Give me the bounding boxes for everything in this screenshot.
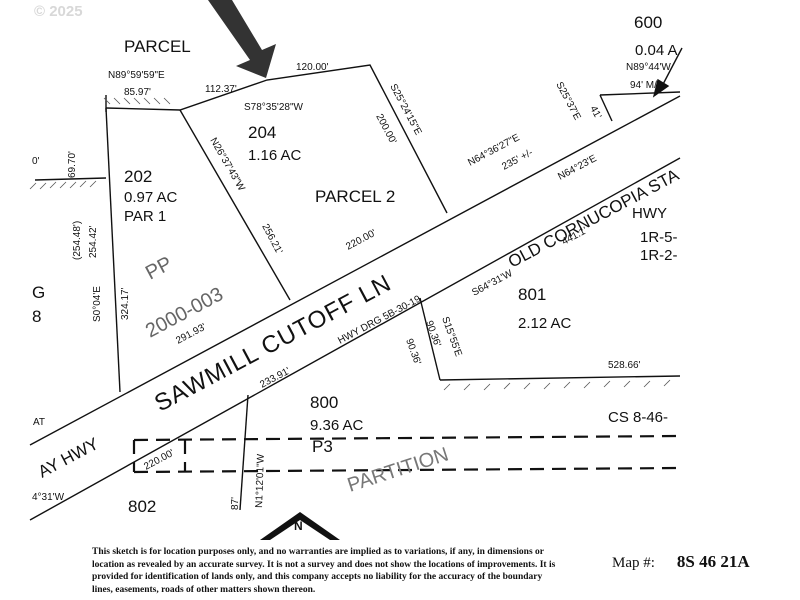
dim-235: 235' +/- [500, 147, 535, 172]
parcel-600-arrow [652, 47, 683, 98]
dim-256: 256.21' [259, 222, 284, 256]
parcel-label: PARCEL [124, 37, 191, 56]
disclaimer-text: This sketch is for location purposes onl… [92, 547, 556, 595]
dim-200: 200.00' [373, 112, 398, 146]
map-number-value: 8S 46 21A [676, 552, 750, 571]
dim-0: 0' [32, 156, 40, 167]
parcel-600-acres: 0.04 A [635, 42, 678, 59]
bearing-s78: S78°35'28"W [244, 102, 303, 113]
road-at: AT [33, 417, 45, 428]
dim-87: 87' [230, 497, 241, 510]
road-hwy-r1: 1R-5- [640, 229, 678, 246]
tract-g: G [32, 283, 45, 302]
parcel-boundaries [29, 64, 681, 521]
map-number-label: Map #: [612, 555, 655, 571]
parcel-202-acres: 0.97 AC [124, 189, 178, 206]
dim-254-42: 254.42' [88, 225, 99, 258]
bearing-n1: N1°12'01"W [254, 453, 267, 508]
dim-90-36b: 90.36' [403, 337, 423, 366]
bearing-s25-37: S25°37'E [553, 80, 582, 122]
bearing-4-31: 4°31'W [32, 492, 65, 503]
road-sawmill-cutoff-ln: SAWMILL CUTOFF LN [150, 269, 396, 417]
dim-233: 233.91' [258, 366, 292, 391]
map-number: Map #: 8S 46 21A [612, 552, 750, 572]
parcel-2-label: PARCEL 2 [315, 187, 395, 206]
parcel-801-number: 801 [518, 285, 546, 304]
parcel-600-number: 600 [634, 13, 662, 32]
road-hwy-r2: 1R-2- [640, 247, 678, 264]
parcel-202-number: 202 [124, 167, 152, 186]
dim-528: 528.66' [608, 360, 641, 371]
copyright-watermark: © 2025 [34, 3, 83, 20]
parcel-801-acres: 2.12 AC [518, 315, 572, 332]
partition-dashes [132, 434, 681, 474]
parcel-204-number: 204 [248, 123, 276, 142]
parcel-802-number: 802 [128, 497, 156, 516]
dim-69-70: 69.70' [67, 151, 78, 178]
bearing-n89-44: N89°44'W [626, 62, 671, 73]
parcel-p3: P3 [312, 437, 333, 456]
dim-324: 324.17' [120, 287, 131, 320]
bearing-s0-04: S0°04'E [92, 286, 103, 322]
dim-254-48: (254.48') [72, 221, 83, 260]
parcel-202-par: PAR 1 [124, 208, 166, 225]
bearing-s64-31: S64°31'W [470, 268, 515, 299]
dim-41: 41' [587, 104, 603, 121]
tract-8: 8 [32, 307, 41, 326]
parcel-800-number: 800 [310, 393, 338, 412]
road-hwy-left: AY HWY [35, 434, 102, 482]
dim-112-37: 112.37' [205, 84, 237, 95]
dim-90-36a: 90.36' [423, 319, 443, 348]
bearing-n89-59: N89°59'59"E [108, 70, 165, 81]
bearing-s15: S15°55'E [439, 315, 464, 358]
dim-85-97: 85.97' [124, 87, 151, 98]
parcel-204-acres: 1.16 AC [248, 147, 302, 164]
dim-94: 94' M/L [630, 80, 663, 91]
bearing-n64-23: N64°23'E [556, 153, 599, 183]
road-hwy-right: HWY [632, 205, 667, 222]
dim-120: 120.00' [296, 62, 329, 73]
boundary-hatching [29, 97, 671, 391]
bearing-n26: N26°37'43"W [207, 136, 247, 194]
north-arrow [260, 512, 340, 540]
cs-number: CS 8-46- [608, 409, 668, 426]
dim-220-top: 220.00' [344, 228, 378, 253]
pp-label: PP [142, 252, 176, 284]
location-arrow [208, 0, 276, 78]
parcel-800-acres: 9.36 AC [310, 417, 364, 434]
north-arrow-label: N [294, 519, 303, 533]
dim-220-bot: 220.00' [142, 448, 176, 473]
partition-label: PARTITION [345, 443, 451, 496]
